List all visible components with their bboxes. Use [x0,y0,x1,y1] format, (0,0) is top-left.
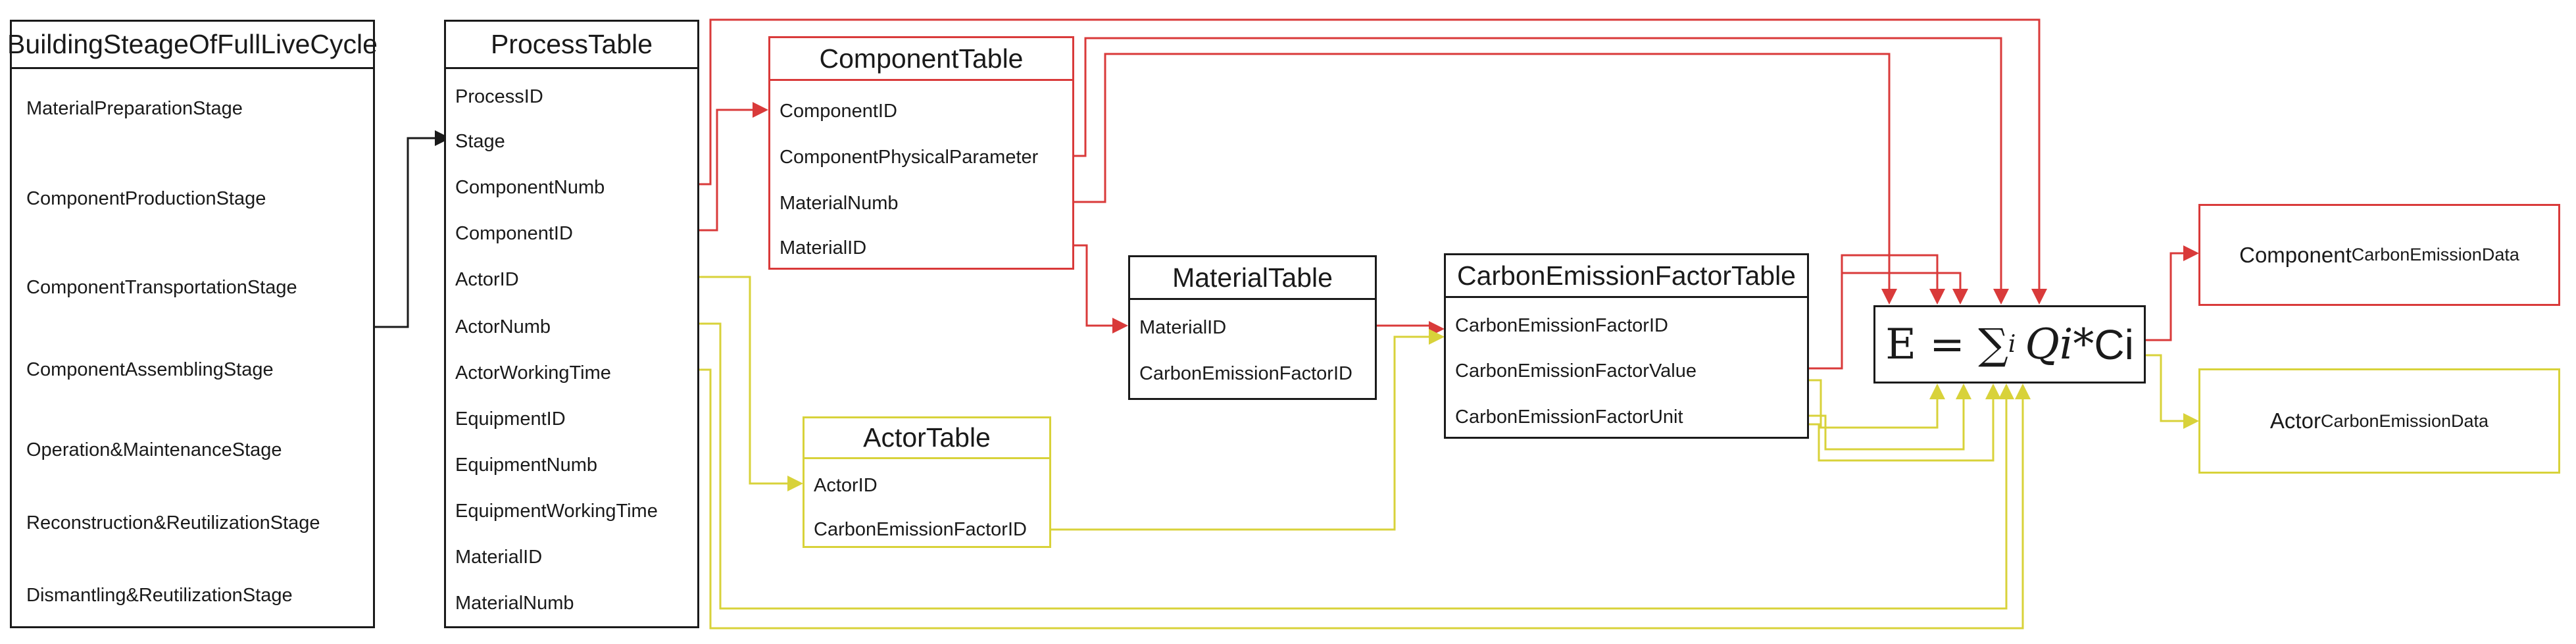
stage-row-component-transportation: ComponentTransportationStage [26,277,297,298]
process-field-actorid: ActorID [455,269,519,290]
process-field-actornumb: ActorNumb [455,316,551,337]
process-field-materialid: MaterialID [455,547,543,568]
component-table-title: ComponentTable [770,38,1072,81]
process-field-materialnumb: MaterialNumb [455,593,574,614]
actor-output-suffix: CarbonEmissionData [2320,410,2489,431]
stage-row-operation-maintenance: Operation&MaintenanceStage [26,439,282,460]
carbon-emission-formula: E = ∑ i Qi * Ci [1873,305,2146,384]
material-table-title: MaterialTable [1130,257,1375,300]
formula-to-actor-output-arrow [2146,354,2199,429]
process-field-equipmentnumb: EquipmentNumb [455,455,597,476]
stages-table-title: BuildingSteageOfFullLiveCycle [7,22,378,69]
cefunit-to-formula-yellow-arrow-b [1809,384,2001,462]
process-field-actorworkingtime: ActorWorkingTime [455,362,611,384]
actorid-to-actortable-arrow [699,276,803,491]
process-table-title: ProcessTable [446,22,697,69]
stage-row-reconstruction: Reconstruction&ReutilizationStage [26,512,320,533]
component-materialid-to-materialtable-arrow [1074,244,1128,334]
cefvalue-to-formula-red-arrow-b [1842,272,1968,305]
component-field-componentid: ComponentID [780,101,897,122]
stages-to-stage-arrow [375,130,451,328]
process-field-equipmentid: EquipmentID [455,409,566,430]
stage-row-component-assembling: ComponentAssemblingStage [26,359,274,380]
formula-lhs: E = [1885,320,1979,369]
component-output-suffix: CarbonEmissionData [2351,245,2519,264]
actor-field-actorid: ActorID [814,475,878,496]
material-table: MaterialTable MaterialID CarbonEmissionF… [1128,255,1377,400]
component-table: ComponentTable ComponentID ComponentPhys… [768,36,1074,270]
stage-row-dismantling: Dismantling&ReutilizationStage [26,585,293,606]
formula-factor: Ci [2094,320,2134,368]
formula-operator: * [2073,320,2094,369]
process-field-componentnumb: ComponentNumb [455,177,605,198]
formula-quantity: Qi [2025,320,2073,369]
cefunit-to-formula-yellow-arrow-a [1809,384,1971,451]
formula-sum-symbol: ∑ [1978,320,2008,369]
process-table: ProcessTable ProcessID Stage ComponentNu… [444,20,699,628]
carbon-emission-factor-table: CarbonEmissionFactorTable CarbonEmission… [1444,253,1809,439]
component-field-materialid: MaterialID [780,237,867,259]
actor-field-cefid: CarbonEmissionFactorID [814,519,1027,540]
component-field-physicalparameter: ComponentPhysicalParameter [780,147,1039,168]
stage-row-component-production: ComponentProductionStage [26,188,266,209]
cef-table-title: CarbonEmissionFactorTable [1446,255,1807,298]
cef-field-id: CarbonEmissionFactorID [1455,315,1668,336]
actor-output-prefix: Actor [2269,409,2321,433]
cefvalue-to-formula-yellow-arrow [1809,379,1945,429]
cef-field-unit: CarbonEmissionFactorUnit [1455,407,1683,428]
component-output-prefix: Component [2239,242,2352,267]
actor-table: ActorTable ActorID CarbonEmissionFactorI… [803,416,1051,548]
formula-to-component-output-arrow [2146,245,2199,341]
cef-field-value: CarbonEmissionFactorValue [1455,360,1697,382]
process-field-stage: Stage [455,131,505,152]
stage-row-material-preparation: MaterialPreparationStage [26,98,243,119]
process-field-componentid: ComponentID [455,223,573,244]
stages-table: BuildingSteageOfFullLiveCycle MaterialPr… [7,20,378,628]
formula-index: i [2008,331,2016,358]
actor-table-title: ActorTable [805,418,1049,459]
material-field-cefid: CarbonEmissionFactorID [1139,363,1352,384]
material-field-materialid: MaterialID [1139,317,1227,338]
component-field-materialnumb: MaterialNumb [780,193,899,214]
process-field-processid: ProcessID [455,86,543,107]
componentid-to-componenttable-arrow [699,102,768,232]
material-cefid-to-ceftable-arrow [1377,321,1445,337]
process-field-equipmentworkingtime: EquipmentWorkingTime [455,501,658,522]
